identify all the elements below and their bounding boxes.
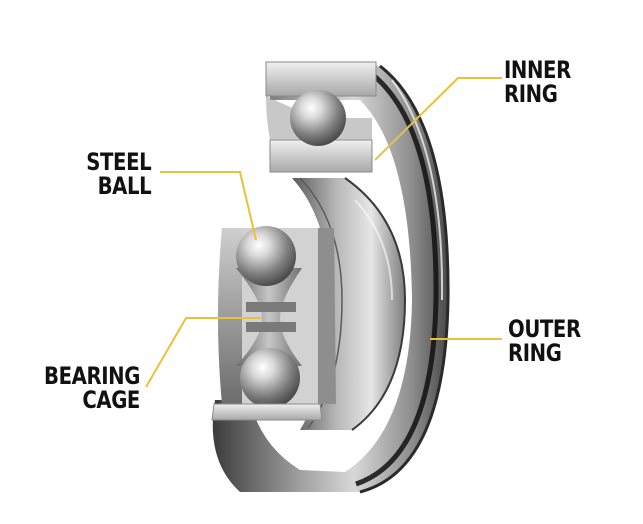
label-bearing-cage: BEARING CAGE (44, 362, 140, 414)
bearing-cage (236, 268, 302, 366)
bottom-cut-face (211, 403, 323, 421)
steel-ball-left-upper (236, 226, 296, 286)
label-inner-ring: INNER RING (504, 56, 571, 108)
label-steel-ball: STEEL BALL (86, 148, 151, 200)
label-outer-ring: OUTER RING (508, 315, 581, 367)
outer-ring (212, 64, 450, 494)
steel-ball-top (290, 90, 346, 146)
leader-bearing-cage (145, 317, 262, 388)
steel-ball-left-lower (240, 348, 300, 408)
leader-steel-ball (160, 171, 257, 241)
leader-inner-ring (374, 77, 502, 161)
